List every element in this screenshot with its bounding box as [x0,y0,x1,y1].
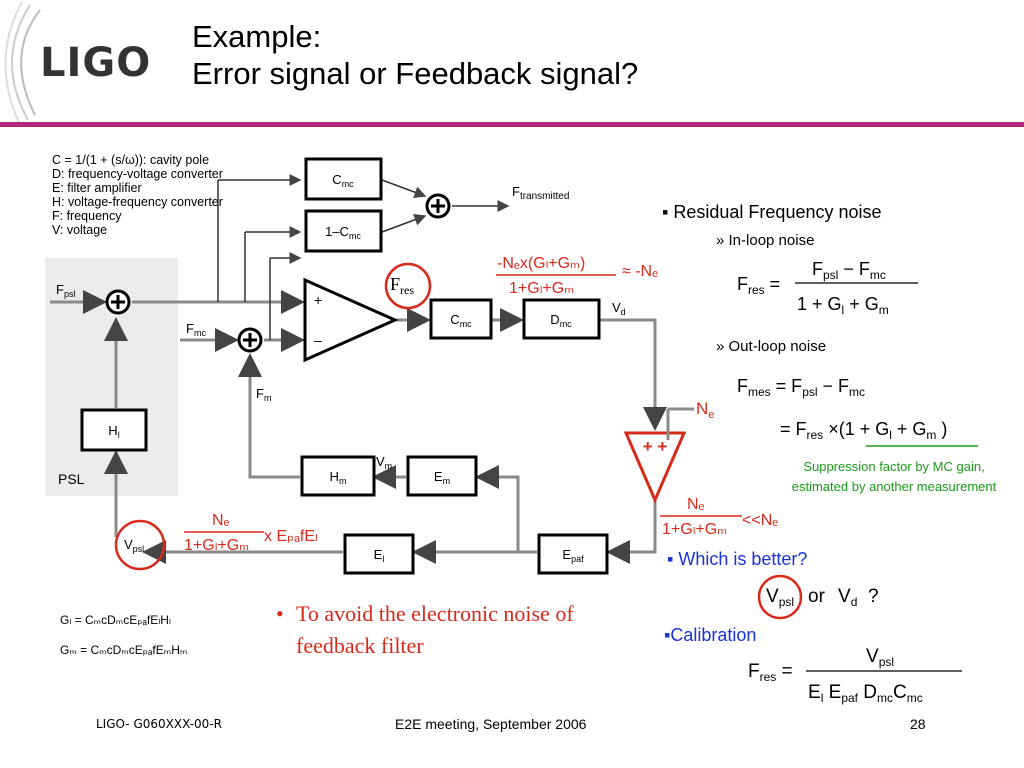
bullet-residual: ▪ Residual Frequency noise [662,202,882,222]
title-line-1: Example: [192,19,322,54]
block-cmc [429,298,493,340]
legend-line: D: frequency-voltage converter [52,167,223,181]
summing-junction [425,193,451,219]
svg-text:-Nₑx(Gₗ+Gₘ): -Nₑx(Gₗ+Gₘ) [497,255,585,272]
epaf-label: Epaf [562,547,584,564]
outloop-item: » Out-loop noise [716,338,826,355]
title-divider [0,122,1024,127]
svg-text:1+Gₗ+Gₘ: 1+Gₗ+Gₘ [662,521,727,538]
hl-label: Hl [108,423,119,440]
avoid-bullet: • [276,601,284,626]
gm-formula: Gₘ = CₘcDₘcEₚₐfEₘHₘ [60,643,187,657]
svg-text:or: or [808,586,826,607]
el-label: El [374,547,385,564]
svg-text:Nₑ: Nₑ [687,496,705,513]
calibration-formula: Fres = Vpsl El Epaf DmcCmc [748,646,962,705]
legend: C = 1/(1 + (s/ω)): cavity pole D: freque… [52,153,223,237]
svg-text:≈ -Nₑ: ≈ -Nₑ [622,263,658,280]
svg-text:Fmes = Fpsl − Fmc: Fmes = Fpsl − Fmc [737,376,865,399]
ne-expression: Nₑ 1+Gₗ+Gₘ <<Nₑ [660,496,778,538]
svg-text:Fres =: Fres = [737,274,780,297]
svg-text:x EₚₐfEₗ: x EₚₐfEₗ [264,528,318,545]
legend-line: E: filter amplifier [52,181,142,195]
svg-text:Vpsl: Vpsl [866,646,894,669]
svg-text:Suppression factor by MC gain,: Suppression factor by MC gain, [803,459,984,474]
plus-input: + [314,292,322,308]
svg-text:Vd: Vd [838,586,857,609]
slide-title: Example: Error signal or Feedback signal… [192,18,638,92]
amp-label: + + [643,437,668,456]
cmc-label: Cmc [450,312,472,329]
fres-highlight [384,262,432,310]
svg-text:= Fres ×(1 + Gl + Gm ): = Fres ×(1 + Gl + Gm ) [780,419,947,442]
svg-text:Vpsl: Vpsl [766,586,794,609]
block-cmc-top [304,157,383,201]
svg-text:1+Gₗ+Gₘ: 1+Gₗ+Gₘ [509,280,574,297]
minus-input: – [314,332,322,348]
vpsl-label: Vpsl [124,537,144,554]
fres-expression: -Nₑx(Gₗ+Gₘ) 1+Gₗ+Gₘ ≈ -Nₑ [496,255,658,297]
suppression-note: Suppression factor by MC gain, estimated… [792,459,997,494]
block-one-minus-cmc [304,209,383,253]
psl-label: PSL [58,471,85,487]
block-epaf [537,533,609,575]
noise-amplifier [623,431,687,504]
vpsl-expression: Nₑ 1+Gₗ+Gₘ x EₚₐfEₗ [184,512,318,554]
vpsl-highlight [114,519,166,571]
cmc-top-label: Cmc [332,172,354,189]
summing-junction [237,327,263,353]
block-hl [80,408,148,452]
block-dmc [522,298,601,340]
ligo-logo: LIGO [40,40,152,86]
page-number: 28 [910,716,926,732]
svg-text:?: ? [868,586,879,607]
avoid-note: • To avoid the electronic noise of feedb… [276,598,576,662]
title-line-2: Error signal or Feedback signal? [192,56,639,91]
legend-line: V: voltage [52,223,107,237]
svg-text:Fpsl − Fmc: Fpsl − Fmc [812,259,886,282]
outloop-formula: Fmes = Fpsl − Fmc = Fres ×(1 + Gl + Gm ) [737,376,978,447]
block-em [406,455,478,497]
bullet-calibration: ▪Calibration [664,625,756,645]
comparator [303,277,399,363]
vpsl-choice-highlight [757,574,803,620]
vm-label: Vm [376,454,392,471]
logo-arcs [4,1,41,126]
hm-label: Hm [330,469,347,486]
ftransmitted-label: Ftransmitted [512,184,569,202]
fmc-label: Fmc [186,321,206,338]
block-hm [300,455,376,497]
svg-text:Fres =: Fres = [748,661,793,684]
footer-doc-id: LIGO- G060XXX-00-R [96,717,222,731]
footer-event: E2E meeting, September 2006 [395,716,587,732]
svg-text:El Epaf DmcCmc: El Epaf DmcCmc [808,682,923,705]
legend-line: H: voltage-frequency converter [52,195,223,209]
svg-text:<<Nₑ: <<Nₑ [742,512,778,529]
inloop-item: » In-loop noise [716,232,814,249]
one-minus-cmc-label: 1–Cmc [325,224,361,241]
em-label: Em [434,469,450,486]
block-el [343,533,415,575]
svg-text:Nₑ: Nₑ [212,512,230,529]
svg-text:1 + Gl + Gm: 1 + Gl + Gm [797,294,889,317]
svg-text:estimated by another measureme: estimated by another measurement [792,479,997,494]
dmc-label: Dmc [550,312,572,329]
gl-formula: Gₗ = CₘcDₘcEₚₐfEₗHₗ [60,613,171,627]
svg-text:1+Gₗ+Gₘ: 1+Gₗ+Gₘ [184,537,249,554]
inloop-formula: Fres = Fpsl − Fmc 1 + Gl + Gm [737,259,918,317]
ne-label: Ne [696,399,714,421]
legend-line: F: frequency [52,209,122,223]
legend-line: C = 1/(1 + (s/ω)): cavity pole [52,153,209,167]
summing-junction [105,289,131,315]
which-choice: Vpsl or Vd ? [766,586,879,609]
vd-label: Vd [612,300,626,317]
fpsl-label: Fpsl [56,282,75,299]
fm-label: Fm [256,386,271,403]
fres-label: Fres [390,274,414,297]
avoid-text: To avoid the electronic noise of feedbac… [296,601,574,658]
bullet-which: ▪ Which is better? [667,549,807,569]
